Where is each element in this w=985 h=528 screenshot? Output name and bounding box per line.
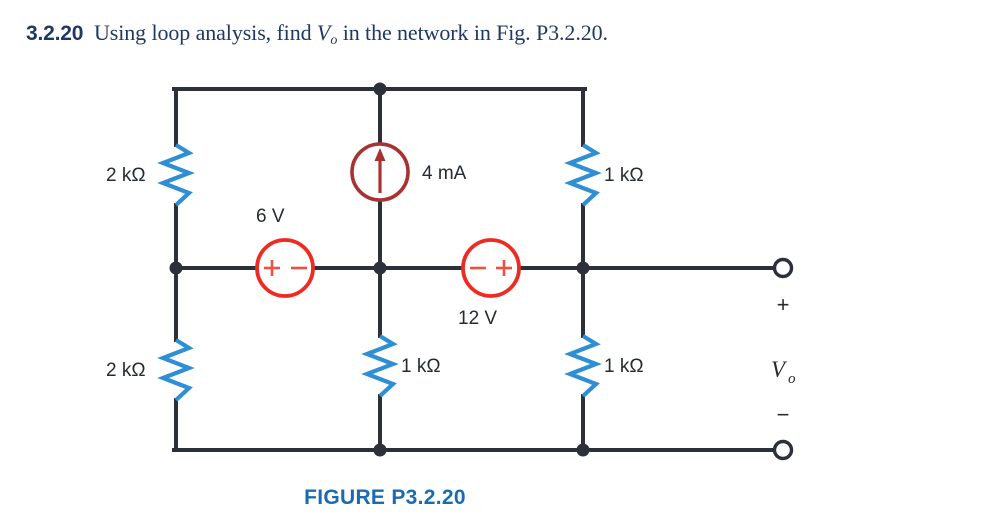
voltage-source-6v-label: 6 V: [256, 206, 285, 227]
resistor-mid-bottom-label: 1 kΩ: [401, 356, 441, 377]
node-top-mid: [373, 82, 387, 96]
output-terminal-bottom: [772, 439, 794, 461]
resistor-left-bottom-label: 2 kΩ: [106, 360, 146, 381]
problem-statement: 3.2.20 Using loop analysis, find Vo in t…: [26, 16, 956, 50]
problem-variable: Vo: [316, 20, 338, 48]
output-minus-label: −: [777, 402, 790, 427]
voltage-source-6v-plus: [264, 260, 280, 276]
node-mid-center: [373, 261, 387, 275]
problem-variable-subscript: o: [330, 33, 338, 48]
node-bot-center: [373, 443, 387, 457]
problem-text-after: in the network in Fig. P3.2.20.: [337, 20, 608, 45]
output-voltage-subscript: o: [788, 371, 796, 387]
resistor-left-bottom-symbol: [157, 338, 195, 402]
voltage-source-12v-label: 12 V: [458, 308, 497, 329]
resistor-left-top-label: 2 kΩ: [106, 165, 146, 186]
output-voltage-letter: V: [771, 357, 788, 382]
problem-number: 3.2.20: [26, 22, 84, 45]
voltage-source-12v-circle: [461, 238, 521, 298]
node-mid-left: [169, 261, 183, 275]
problem-variable-letter: V: [316, 20, 331, 45]
voltage-source-12v-plus: [496, 260, 512, 276]
figure-caption: FIGURE P3.2.20: [304, 486, 466, 509]
resistor-right-top-symbol: [564, 143, 602, 207]
resistor-mid-bottom-symbol: [361, 334, 399, 398]
voltage-source-12v: [461, 238, 521, 298]
current-source-4ma: [350, 142, 410, 202]
output-terminal-top: [772, 257, 794, 279]
voltage-source-6v-circle: [255, 238, 315, 298]
current-source-label: 4 mA: [422, 163, 467, 184]
resistor-left-top-symbol: [157, 143, 195, 207]
output-voltage-label: V o: [771, 357, 796, 387]
resistor-right-top-label: 1 kΩ: [604, 165, 644, 186]
node-dots: [169, 82, 590, 457]
voltage-source-6v: [255, 238, 315, 298]
resistor-symbols: [157, 143, 602, 402]
output-plus-label: +: [777, 292, 790, 317]
circuit-wires: [172, 87, 781, 452]
resistor-right-bottom-label: 1 kΩ: [604, 356, 644, 377]
node-mid-right: [576, 261, 590, 275]
node-bot-right: [576, 443, 590, 457]
circuit-diagram: 4 mA 6 V: [0, 60, 985, 480]
problem-text-before: Using loop analysis, find: [94, 20, 317, 45]
current-source-arrow-head: [374, 148, 386, 161]
resistor-right-bottom-symbol: [564, 334, 602, 398]
